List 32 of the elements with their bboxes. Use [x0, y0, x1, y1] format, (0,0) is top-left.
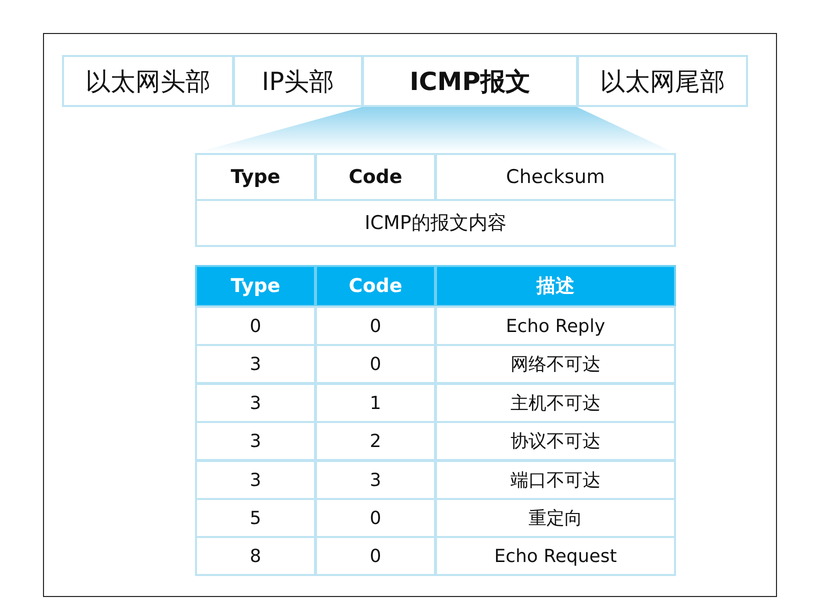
- table-cell: 网络不可达: [435, 344, 676, 384]
- table-cell: 0: [315, 306, 436, 346]
- packet-field: 以太网尾部: [577, 55, 748, 107]
- column-header: Type: [195, 265, 316, 307]
- table-cell: 2: [315, 421, 436, 461]
- table-cell: 重定向: [435, 498, 676, 538]
- table-cell: 3: [195, 344, 316, 384]
- table-cell: 0: [195, 306, 316, 346]
- packet-field: 以太网头部: [62, 55, 234, 107]
- column-header: 描述: [435, 265, 676, 307]
- table-cell: 1: [315, 383, 436, 423]
- table-cell: 3: [195, 421, 316, 461]
- header-field: ICMP的报文内容: [195, 199, 676, 247]
- table-cell: 主机不可达: [435, 383, 676, 423]
- table-cell: 端口不可达: [435, 460, 676, 500]
- table-cell: Echo Reply: [435, 306, 676, 346]
- table-cell: 3: [315, 460, 436, 500]
- table-cell: 协议不可达: [435, 421, 676, 461]
- table-cell: 5: [195, 498, 316, 538]
- header-field: Type: [195, 153, 316, 201]
- packet-field: ICMP报文: [362, 55, 578, 107]
- header-field: Checksum: [435, 153, 676, 201]
- table-cell: 3: [195, 460, 316, 500]
- packet-field: IP头部: [233, 55, 363, 107]
- header-field: Code: [315, 153, 436, 201]
- table-cell: 3: [195, 383, 316, 423]
- table-cell: 0: [315, 344, 436, 384]
- table-cell: 0: [315, 498, 436, 538]
- column-header: Code: [315, 265, 436, 307]
- table-cell: 0: [315, 536, 436, 576]
- table-cell: 8: [195, 536, 316, 576]
- table-cell: Echo Request: [435, 536, 676, 576]
